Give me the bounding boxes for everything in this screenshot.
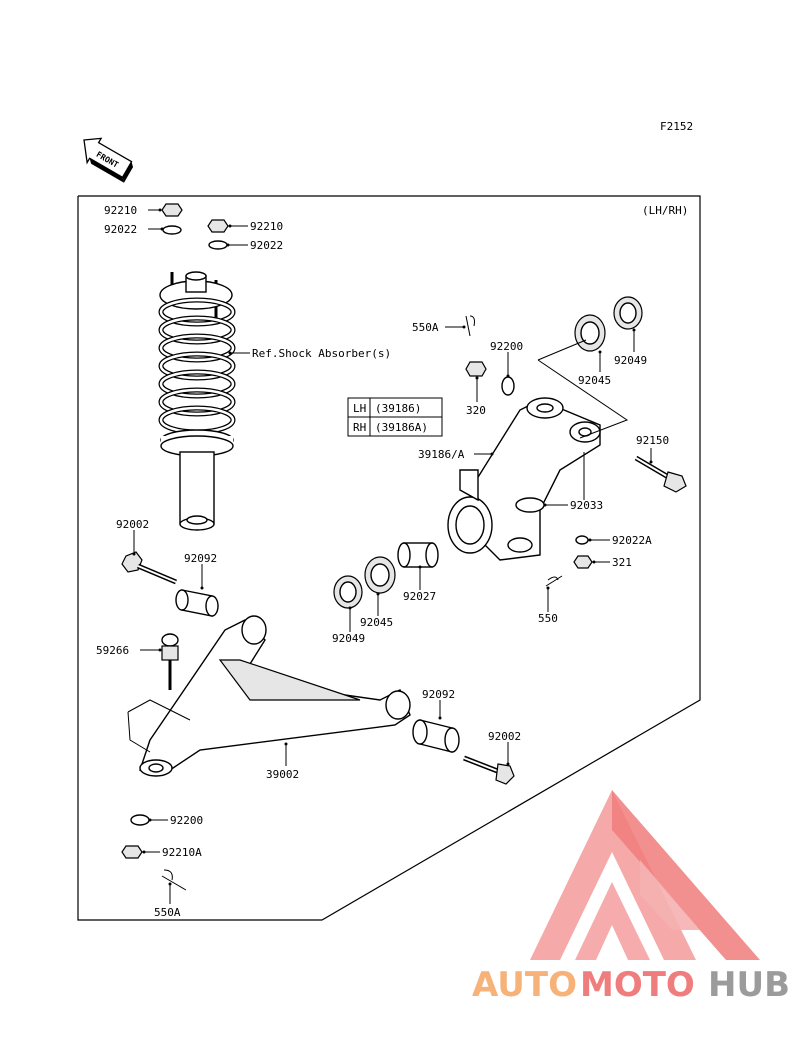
callout-92002-bottom: 92002 [488, 730, 521, 743]
washer-92022-right [208, 240, 228, 250]
variant-rh-side: RH [353, 421, 366, 434]
nut-92210-left [161, 203, 183, 217]
callout-92049-top: 92049 [614, 354, 647, 367]
washer-92033 [515, 497, 545, 513]
callout-59266: 59266 [96, 644, 129, 657]
callout-92022-right: 92022 [250, 239, 283, 252]
suspension-arm-39002 [127, 615, 411, 777]
bolt-92002-bottom [463, 755, 515, 785]
cotter-pin-550A-top [465, 315, 475, 337]
bearing-92045-top [574, 314, 606, 352]
callout-92033: 92033 [570, 499, 603, 512]
bushing-92092-top [175, 589, 219, 617]
callout-550A-bottom: 550A [154, 906, 181, 919]
callout-92210-left: 92210 [104, 204, 137, 217]
nut-321 [573, 555, 593, 569]
watermark-brand-hub: HUB [708, 965, 790, 1005]
callout-92002-top: 92002 [116, 518, 149, 531]
callout-320: 320 [466, 404, 486, 417]
bolt-92002-top [121, 551, 177, 585]
callout-92150: 92150 [636, 434, 669, 447]
callout-550A-top: 550A [412, 321, 439, 334]
callout-ref-shock-absorber: Ref.Shock Absorber(s) [252, 347, 391, 360]
washer-92022A [575, 535, 589, 545]
ball-joint-59266 [161, 633, 179, 690]
callout-92092-bottom: 92092 [422, 688, 455, 701]
callout-39002: 39002 [266, 768, 299, 781]
callout-92022-left: 92022 [104, 223, 137, 236]
cotter-pin-550 [545, 575, 563, 587]
callout-labels: 92210 92022 92210 92022 Ref.Shock Absorb… [96, 204, 669, 919]
callout-321: 321 [612, 556, 632, 569]
callout-92049-mid: 92049 [332, 632, 365, 645]
callout-92045-top: 92045 [578, 374, 611, 387]
callout-92210-right: 92210 [250, 220, 283, 233]
variant-table: LH (39186) RH (39186A) [347, 397, 443, 437]
automotohub-logo [530, 790, 760, 960]
oil-seal-92049-mid [333, 575, 363, 609]
figure-code: F2152 [660, 120, 693, 133]
callout-550: 550 [538, 612, 558, 625]
steering-knuckle-39186 [447, 397, 601, 561]
variant-lh-side: LH [353, 402, 366, 415]
callout-92210A: 92210A [162, 846, 202, 859]
front-direction-arrow: FRONT [83, 137, 133, 183]
washer-92200-top [501, 376, 515, 396]
oil-seal-92049-top [613, 296, 643, 330]
bearing-92045-mid [364, 556, 396, 594]
washer-92200-bottom [130, 814, 150, 826]
callout-92092-top: 92092 [184, 552, 217, 565]
castle-nut-320 [465, 361, 487, 377]
cotter-pin-550A-bottom [161, 869, 187, 891]
leader-lines [132, 208, 653, 904]
watermark-brand-moto: MOTO [580, 965, 695, 1005]
callout-92022A: 92022A [612, 534, 652, 547]
nut-92210A [121, 845, 143, 859]
variant-rh-part: (39186A) [375, 421, 428, 434]
callout-39186A: 39186/A [418, 448, 465, 461]
watermark-brand-auto: AUTO [472, 965, 577, 1005]
callout-92200-top: 92200 [490, 340, 523, 353]
bolt-92150 [634, 455, 687, 493]
callout-92027: 92027 [403, 590, 436, 603]
callout-92045-mid: 92045 [360, 616, 393, 629]
shock-absorber [158, 203, 236, 531]
callout-92200-bottom: 92200 [170, 814, 203, 827]
spacer-92027 [397, 542, 439, 568]
side-label: (LH/RH) [642, 204, 688, 217]
diagram-border [77, 195, 701, 921]
coil-spring [158, 297, 236, 435]
washer-92022-left [162, 225, 182, 235]
variant-lh-part: (39186) [375, 402, 421, 415]
nut-92210-right [207, 219, 229, 233]
bushing-92092-bottom [412, 719, 460, 753]
